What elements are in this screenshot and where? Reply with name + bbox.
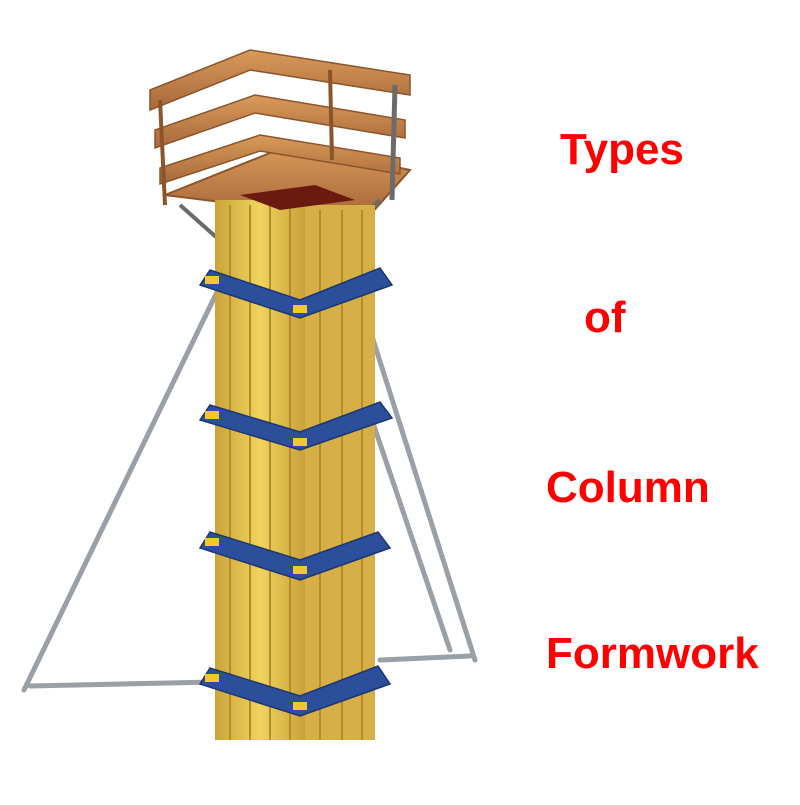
caption-word-column: Column: [546, 463, 710, 512]
clamp-wedges: [205, 276, 307, 710]
caption-word-formwork: Formwork: [546, 629, 759, 678]
access-platform: [149, 49, 412, 247]
column-panels: [215, 185, 375, 740]
caption-word-types: Types: [560, 125, 684, 174]
push-pull-props: [21, 287, 478, 693]
caption-word-of: of: [584, 293, 626, 342]
